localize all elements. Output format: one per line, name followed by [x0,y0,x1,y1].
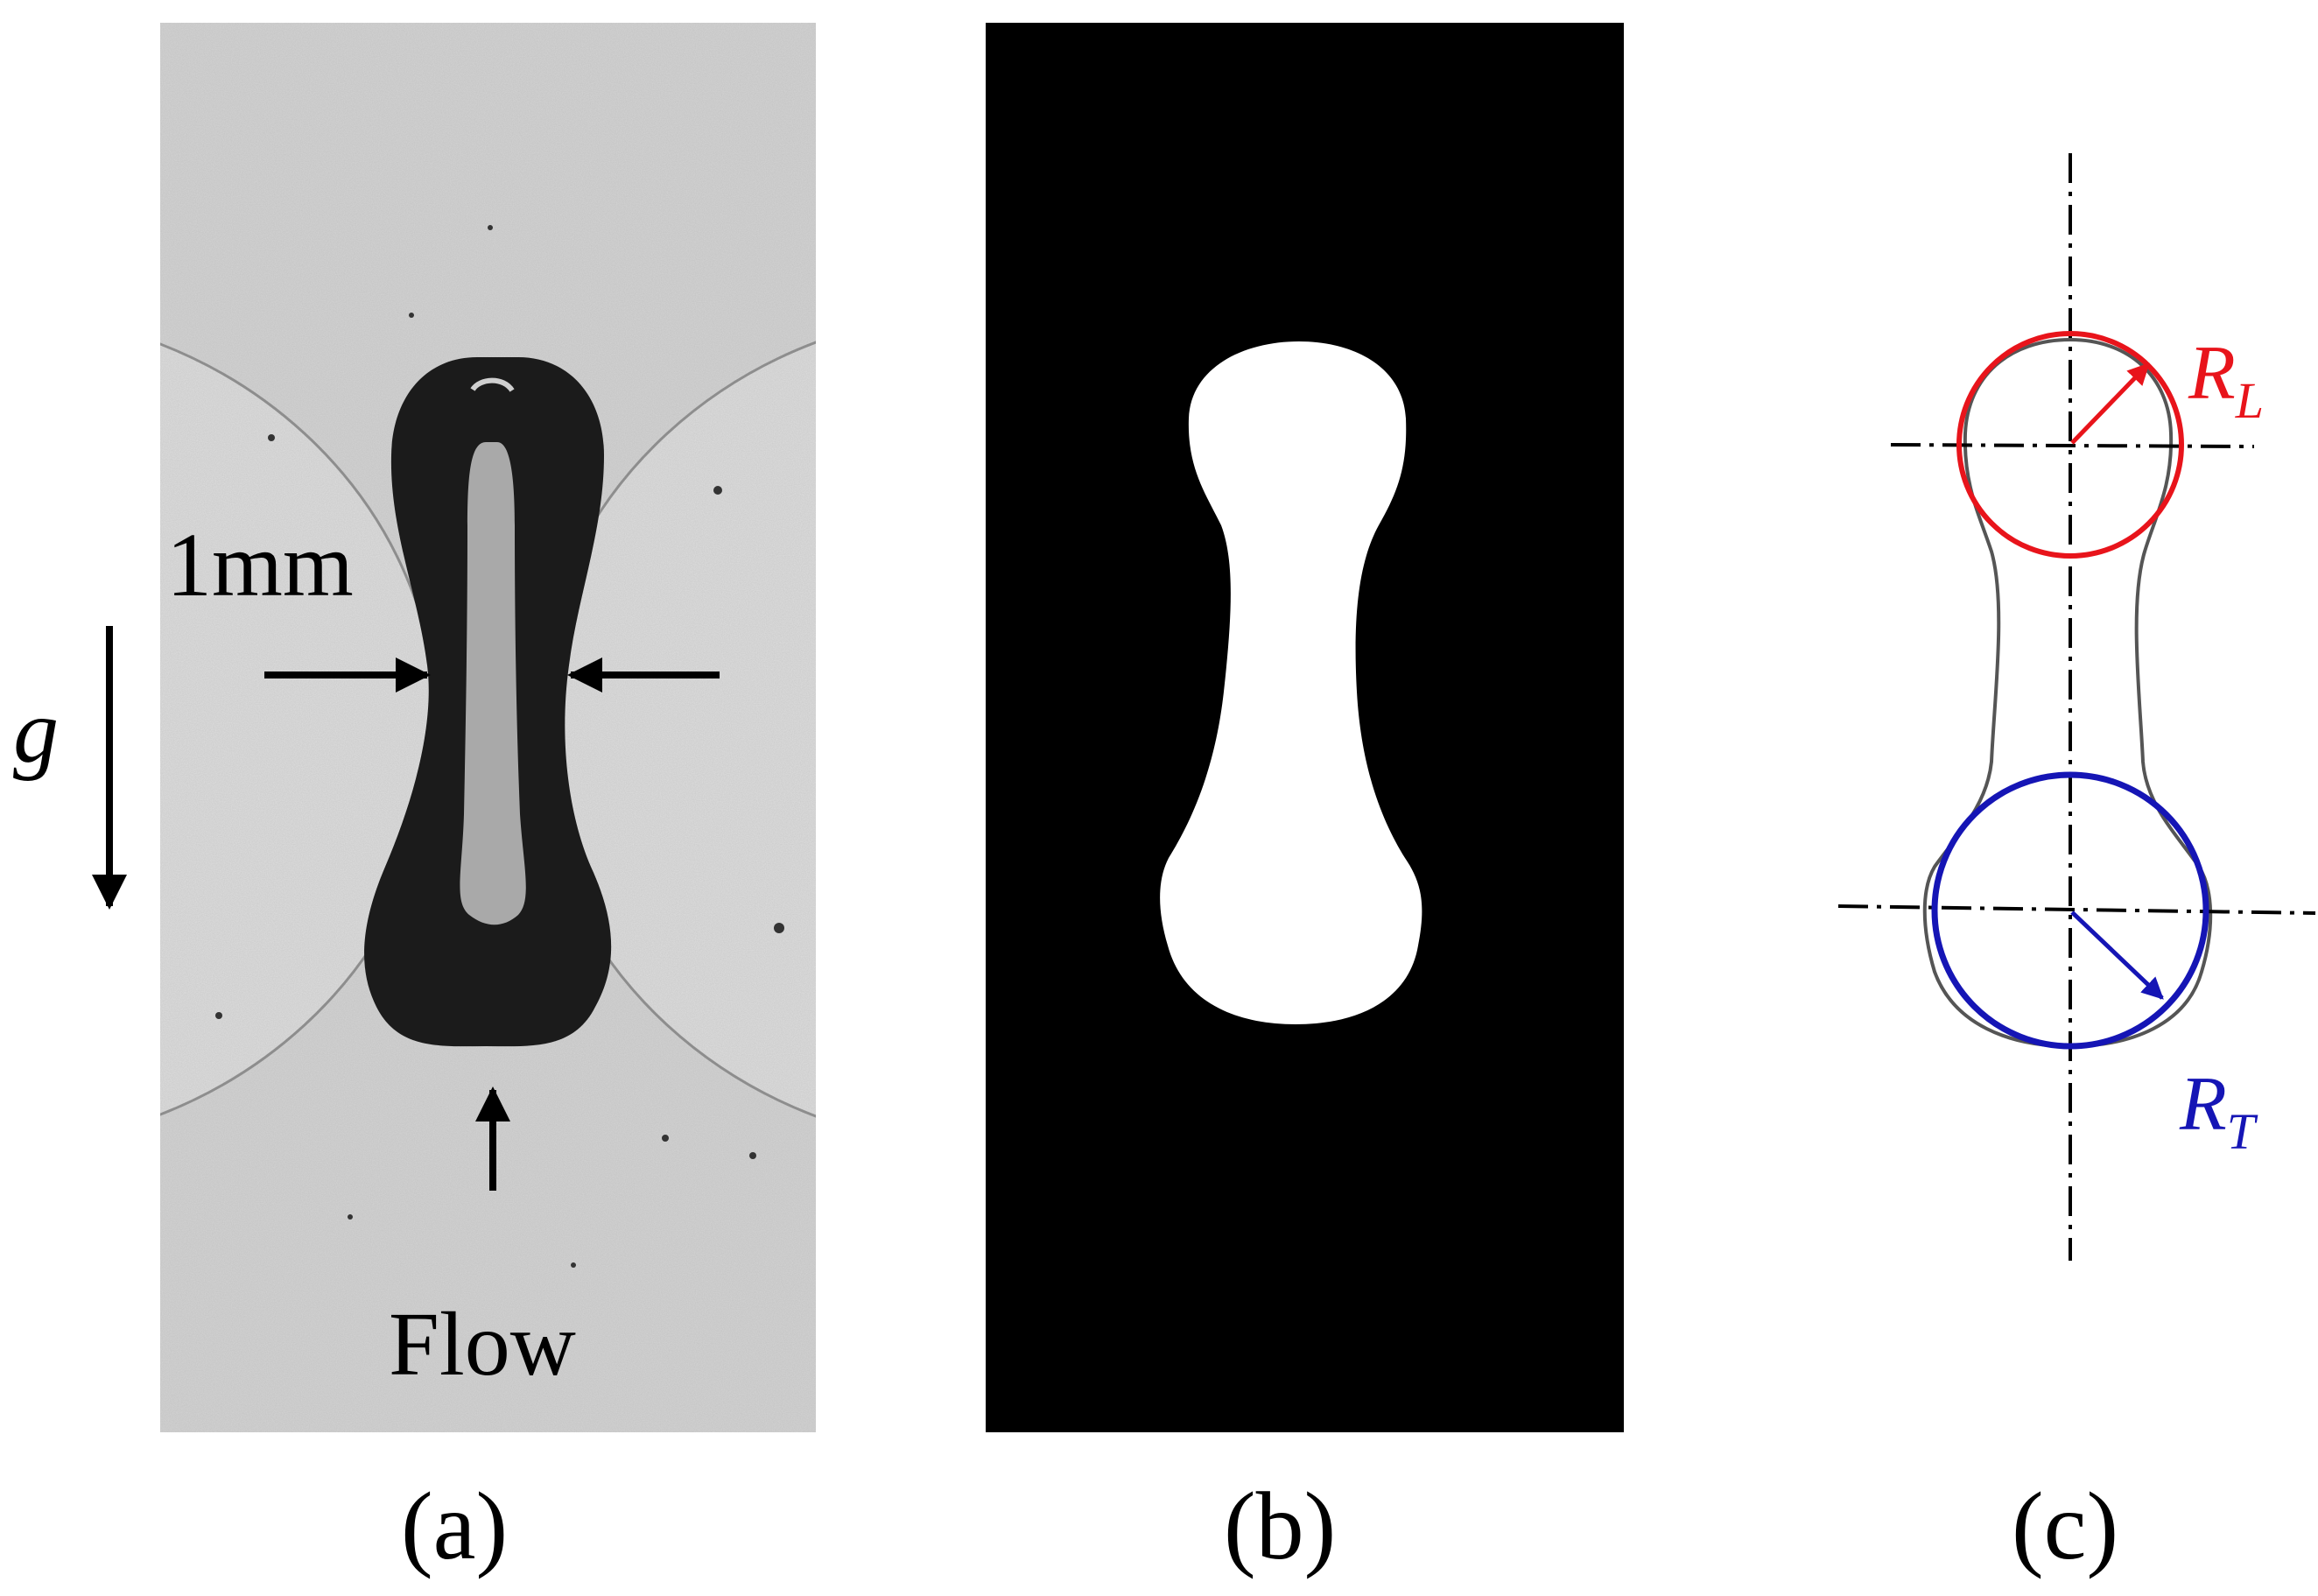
bubble-reflection [460,442,526,925]
panel-a-caption: (a) [401,1473,508,1579]
trailing-radius-arrow [2070,910,2164,1000]
panel-b: (b) [986,23,1624,1579]
panel-a: 1mm Flow g (a) [13,23,816,1579]
trailing-radius-circle [1931,771,2209,1050]
leading-radius-circle [1956,331,2184,559]
leading-radius-arrow [2070,362,2150,445]
trailing-radius-label: RT [2179,1062,2258,1160]
panel-a-photo [160,23,816,1432]
panel-c-caption: (c) [2012,1473,2118,1579]
flow-label: Flow [389,1294,576,1395]
gravity-symbol: g [13,681,59,782]
dust-specks [215,225,784,1268]
binary-bubble [1160,341,1422,1024]
scale-label: 1mm [166,515,354,615]
trailing-centerline [1837,904,2316,915]
leading-centerline [1890,443,2255,448]
leading-radius-label: RL [2188,331,2264,429]
panel-c: RL RT (c) [1837,153,2316,1579]
panel-b-caption: (b) [1224,1473,1336,1579]
